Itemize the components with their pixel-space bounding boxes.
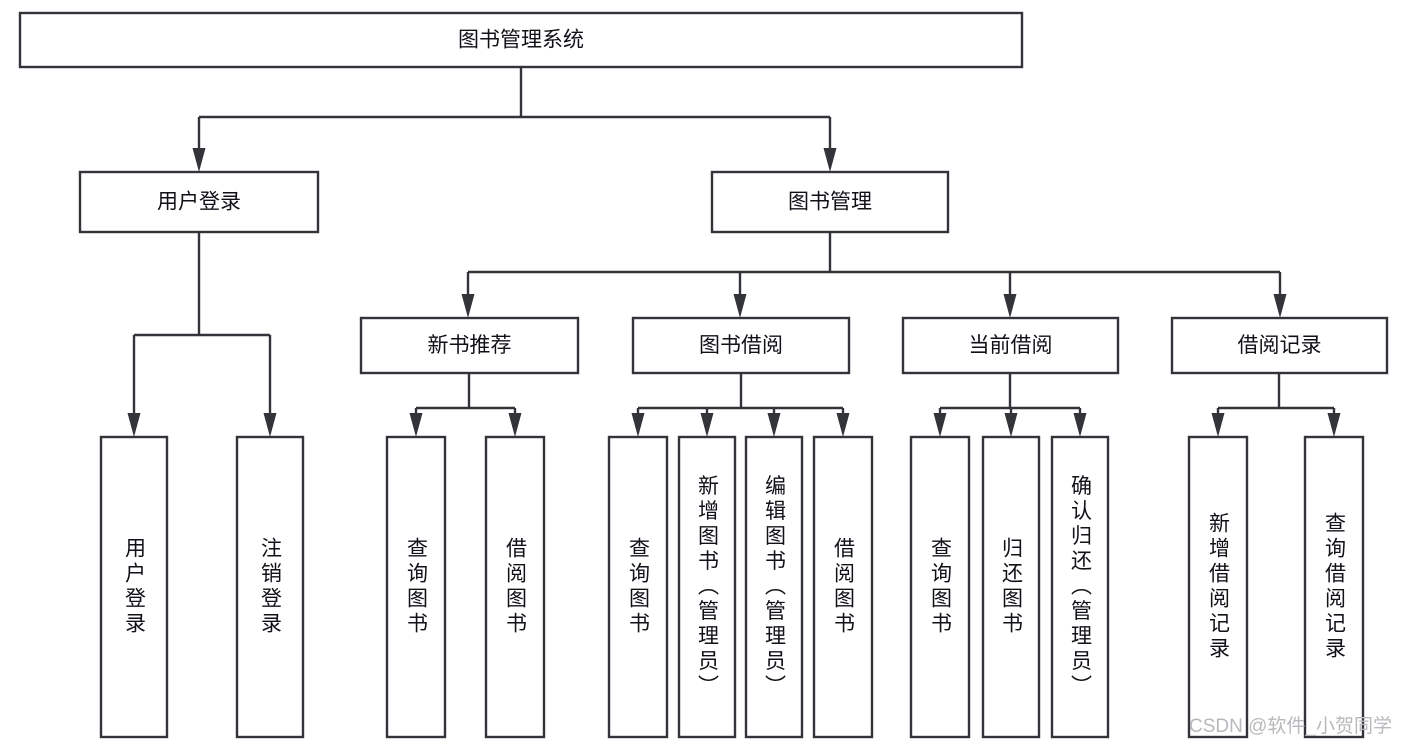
- connector-arrowhead: [823, 148, 837, 172]
- node-leaf-confirm-return[interactable]: 确认归还（管理员）: [1050, 435, 1110, 739]
- connector-arrowhead: [1004, 413, 1018, 437]
- connector-arrowhead: [508, 413, 522, 437]
- node-current-borrow[interactable]: 当前借阅: [901, 316, 1120, 375]
- node-leaf-add-record-label: 新增借阅记录: [1207, 512, 1231, 662]
- node-borrow-record-box[interactable]: [1170, 316, 1389, 375]
- node-user-login[interactable]: 用户登录: [78, 170, 320, 234]
- node-leaf-user-login-box[interactable]: [99, 435, 169, 739]
- node-leaf-user-login[interactable]: 用户登录: [99, 435, 169, 739]
- node-leaf-add-book[interactable]: 新增图书（管理员）: [677, 435, 737, 739]
- node-layer: 图书管理系统用户登录图书管理新书推荐图书借阅当前借阅借阅记录用户登录注销登录查询…: [18, 11, 1389, 739]
- node-borrow-record-label: 借阅记录: [1238, 334, 1322, 357]
- connector-level2-new-book-rec: [416, 373, 515, 410]
- connector-arrowhead: [1327, 413, 1341, 437]
- node-book-manage[interactable]: 图书管理: [710, 170, 950, 234]
- node-leaf-query-record-label: 查询借阅记录: [1323, 512, 1347, 662]
- node-leaf-edit-book-label: 编辑图书（管理员）: [763, 475, 787, 700]
- node-leaf-user-logout-box[interactable]: [235, 435, 305, 739]
- node-book-borrow-box[interactable]: [631, 316, 851, 375]
- csdn-watermark: CSDN @软件_小贺同学: [1189, 715, 1392, 737]
- node-leaf-borrow-book-1-label: 借阅图书: [504, 537, 528, 637]
- node-leaf-return-book[interactable]: 归还图书: [981, 435, 1041, 739]
- node-root-box[interactable]: [18, 11, 1024, 69]
- node-leaf-return-book-label: 归还图书: [1000, 537, 1024, 637]
- node-new-book-rec-label: 新书推荐: [428, 334, 512, 357]
- node-leaf-query-book-3-box[interactable]: [909, 435, 971, 739]
- node-leaf-edit-book[interactable]: 编辑图书（管理员）: [744, 435, 804, 739]
- node-leaf-add-record[interactable]: 新增借阅记录: [1187, 435, 1249, 739]
- node-book-manage-label: 图书管理: [788, 191, 872, 214]
- node-user-login-label: 用户登录: [157, 191, 241, 214]
- connector-arrowhead: [192, 148, 206, 172]
- node-current-borrow-box[interactable]: [901, 316, 1120, 375]
- node-leaf-query-book-2-box[interactable]: [607, 435, 669, 739]
- node-leaf-add-book-box[interactable]: [677, 435, 737, 739]
- node-borrow-record[interactable]: 借阅记录: [1170, 316, 1389, 375]
- node-leaf-user-logout-label: 注销登录: [259, 537, 283, 637]
- connector-arrowhead: [1211, 413, 1225, 437]
- node-leaf-user-logout[interactable]: 注销登录: [235, 435, 305, 739]
- node-new-book-rec-box[interactable]: [359, 316, 580, 375]
- connector-level2-borrow-record: [1218, 373, 1334, 410]
- node-root-label: 图书管理系统: [458, 29, 584, 52]
- connector-level2-current-borrow: [940, 373, 1080, 410]
- node-leaf-query-book-2[interactable]: 查询图书: [607, 435, 669, 739]
- node-leaf-borrow-book-2[interactable]: 借阅图书: [812, 435, 874, 739]
- connector-arrowhead: [700, 413, 714, 437]
- connector-level2-book-borrow: [638, 373, 843, 410]
- connector-arrowhead: [263, 413, 277, 437]
- connector-arrowhead: [461, 294, 475, 318]
- node-leaf-user-login-label: 用户登录: [123, 537, 147, 637]
- connector-layer: [127, 67, 1341, 437]
- node-book-borrow[interactable]: 图书借阅: [631, 316, 851, 375]
- connector-root-to-level1: [199, 67, 830, 119]
- node-leaf-borrow-book-1[interactable]: 借阅图书: [484, 435, 546, 739]
- node-leaf-confirm-return-box[interactable]: [1050, 435, 1110, 739]
- connector-level1-user-login: [134, 232, 270, 337]
- node-leaf-query-record[interactable]: 查询借阅记录: [1303, 435, 1365, 739]
- node-leaf-edit-book-box[interactable]: [744, 435, 804, 739]
- connector-arrowhead: [836, 413, 850, 437]
- connector-arrowhead: [127, 413, 141, 437]
- connector-arrowhead: [1073, 413, 1087, 437]
- node-book-borrow-label: 图书借阅: [699, 334, 783, 357]
- node-leaf-add-record-box[interactable]: [1187, 435, 1249, 739]
- connector-level1-book-manage: [468, 232, 1280, 274]
- node-leaf-borrow-book-2-label: 借阅图书: [832, 537, 856, 637]
- node-new-book-rec[interactable]: 新书推荐: [359, 316, 580, 375]
- node-leaf-query-book-1[interactable]: 查询图书: [385, 435, 447, 739]
- connector-arrowhead: [631, 413, 645, 437]
- node-leaf-query-book-3-label: 查询图书: [929, 537, 953, 637]
- node-root[interactable]: 图书管理系统: [18, 11, 1024, 69]
- node-leaf-query-record-box[interactable]: [1303, 435, 1365, 739]
- connector-arrowhead: [733, 294, 747, 318]
- node-leaf-return-book-box[interactable]: [981, 435, 1041, 739]
- node-user-login-box[interactable]: [78, 170, 320, 234]
- connector-arrowhead: [409, 413, 423, 437]
- node-leaf-borrow-book-1-box[interactable]: [484, 435, 546, 739]
- node-book-manage-box[interactable]: [710, 170, 950, 234]
- node-current-borrow-label: 当前借阅: [969, 334, 1053, 357]
- node-leaf-borrow-book-2-box[interactable]: [812, 435, 874, 739]
- node-leaf-add-book-label: 新增图书（管理员）: [696, 475, 720, 700]
- connector-arrowhead: [933, 413, 947, 437]
- connector-arrowhead: [1003, 294, 1017, 318]
- node-leaf-confirm-return-label: 确认归还（管理员）: [1069, 475, 1093, 700]
- connector-arrowhead: [767, 413, 781, 437]
- node-leaf-query-book-3[interactable]: 查询图书: [909, 435, 971, 739]
- node-leaf-query-book-1-box[interactable]: [385, 435, 447, 739]
- node-leaf-query-book-1-label: 查询图书: [405, 537, 429, 637]
- connector-arrowhead: [1273, 294, 1287, 318]
- node-leaf-query-book-2-label: 查询图书: [627, 537, 651, 637]
